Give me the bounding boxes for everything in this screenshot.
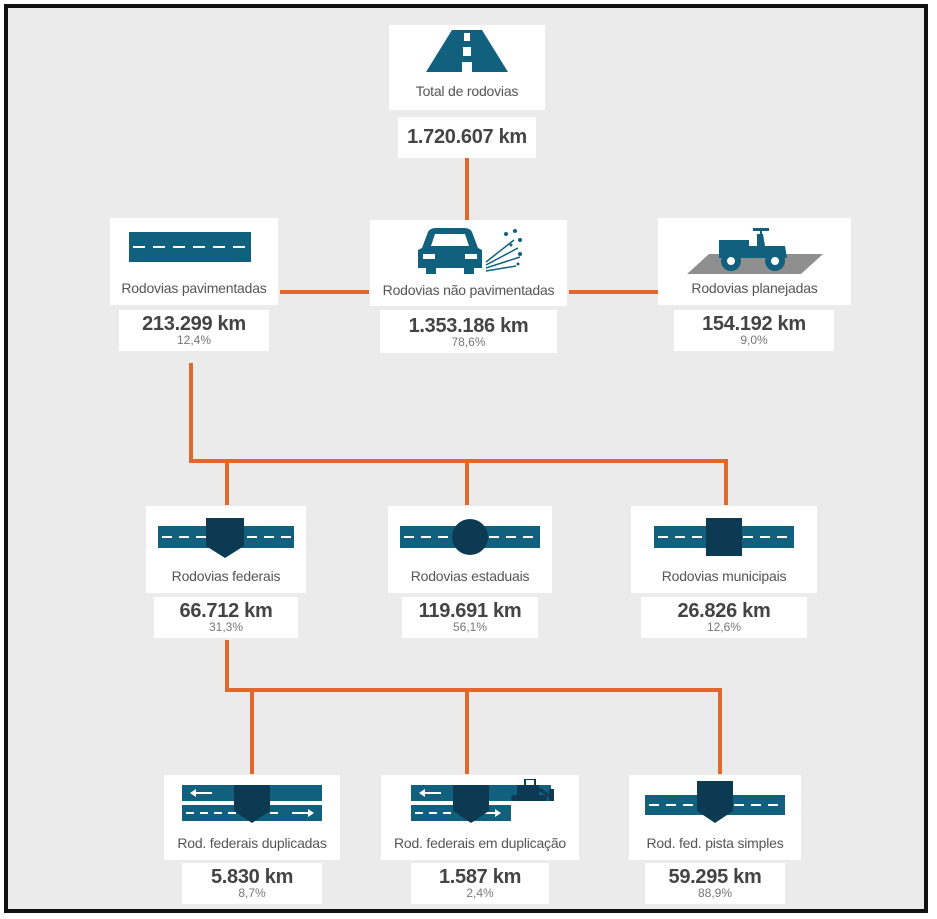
node-municipal: Rodovias municipais 26.826 km 12,6%	[631, 506, 817, 638]
municipal-square-road-icon	[654, 518, 794, 556]
node-single-percent: 88,9%	[697, 886, 733, 900]
federal-shield-road-icon	[158, 518, 294, 558]
node-state: Rodovias estaduais 119.691 km 56,1%	[388, 506, 552, 638]
node-duplicated: Rod. federais duplicadas 5.830 km 8,7%	[164, 775, 340, 904]
node-planned-label: Rodovias planejadas	[691, 280, 818, 296]
node-total-label: Total de rodovias	[415, 83, 519, 99]
node-state-label: Rodovias estaduais	[410, 568, 530, 584]
node-planned-percent: 9,0%	[740, 333, 768, 347]
node-federal-value: 66.712 km	[179, 600, 273, 622]
connector-federal-branch	[225, 640, 722, 774]
node-federal-percent: 31,3%	[208, 620, 244, 634]
single-lane-road-icon	[645, 781, 785, 823]
node-municipal-label: Rodovias municipais	[661, 568, 787, 584]
duplicated-road-icon	[182, 785, 322, 823]
node-unpaved-label: Rodovias não pavimentadas	[382, 282, 555, 298]
node-total-value: 1.720.607 km	[407, 126, 527, 148]
node-state-percent: 56,1%	[452, 620, 488, 634]
node-paved-value: 213.299 km	[142, 313, 246, 335]
node-municipal-percent: 12,6%	[706, 620, 742, 634]
road-construction-icon	[411, 779, 554, 823]
road-roller-icon	[687, 228, 823, 274]
connector-lines	[189, 158, 728, 774]
node-state-value: 119.691 km	[418, 600, 522, 622]
state-circle-road-icon	[400, 519, 540, 555]
node-planned-value: 154.192 km	[702, 313, 806, 335]
paved-road-icon	[129, 232, 251, 262]
node-planned: Rodovias planejadas 154.192 km 9,0%	[658, 218, 851, 351]
node-federal-label: Rodovias federais	[171, 568, 281, 584]
node-duplicating-value: 1.587 km	[438, 866, 522, 888]
node-unpaved-percent: 78,6%	[451, 335, 486, 349]
node-duplicated-percent: 8,7%	[238, 886, 266, 900]
diagram-panel: Total de rodovias 1.720.607 km Rodovias …	[4, 4, 928, 913]
node-paved-label: Rodovias pavimentadas	[121, 280, 267, 296]
road-perspective-icon	[426, 30, 508, 72]
car-dust-icon	[418, 228, 522, 274]
node-paved: Rodovias pavimentadas 213.299 km 12,4%	[110, 218, 278, 351]
node-single-label: Rod. fed. pista simples	[646, 835, 784, 851]
node-duplicated-value: 5.830 km	[210, 866, 294, 888]
node-total: Total de rodovias 1.720.607 km	[389, 25, 545, 158]
node-paved-percent: 12,4%	[176, 333, 212, 347]
node-duplicating-label: Rod. federais em duplicação	[393, 835, 567, 851]
node-duplicating-percent: 2,4%	[466, 886, 494, 900]
connector-paved-branch	[189, 363, 728, 505]
node-unpaved-value: 1.353.186 km	[408, 315, 529, 337]
node-duplicated-label: Rod. federais duplicadas	[177, 835, 327, 851]
node-single: Rod. fed. pista simples 59.295 km 88,9%	[629, 775, 801, 904]
node-municipal-value: 26.826 km	[677, 600, 771, 622]
node-federal: Rodovias federais 66.712 km 31,3%	[146, 506, 306, 638]
node-duplicating: Rod. federais em duplicação 1.587 km 2,4…	[381, 775, 579, 904]
node-single-value: 59.295 km	[668, 866, 762, 888]
node-unpaved: Rodovias não pavimentadas 1.353.186 km 7…	[370, 220, 567, 353]
